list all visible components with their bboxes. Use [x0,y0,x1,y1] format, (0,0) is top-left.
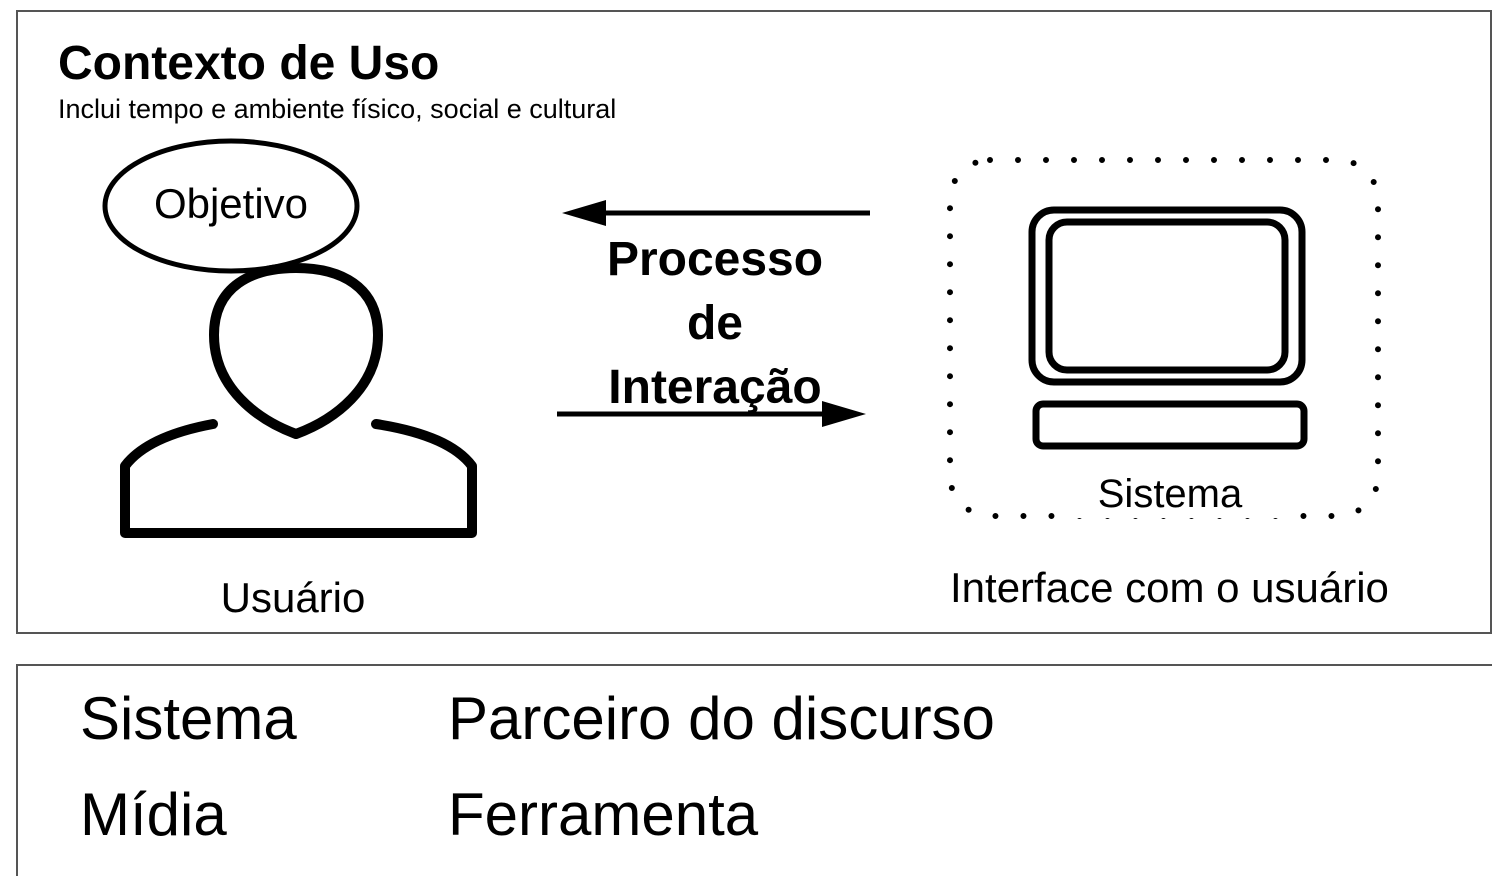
diagram-graphics [102,138,1381,538]
computer-monitor-icon [1028,206,1308,450]
context-title: Contexto de Uso [58,37,440,90]
person-icon [120,263,477,538]
goal-label: Objetivo [153,180,309,227]
row-term: Sistema [80,685,297,752]
row-description: Ferramenta [448,781,759,848]
process-line-2: de [686,297,743,350]
interaction-process-label: Processo de Interação [560,228,870,420]
context-subtitle: Inclui tempo e ambiente físico, social e… [58,94,617,124]
user-label: Usuário [220,574,366,621]
interface-label: Interface com o usuário [950,564,1389,611]
process-line-1: Processo [606,233,824,286]
arrow-right-icon [557,401,866,427]
goal-ellipse [102,138,360,274]
row-term: Mídia [80,781,227,848]
perspectives-table: Sistema Parceiro do discurso Mídia Ferra… [16,664,1492,876]
row-description: Parceiro do discurso [448,685,995,752]
arrow-left-icon [562,200,870,226]
system-label: Sistema [1060,470,1280,518]
process-line-3: Interação [608,361,822,414]
